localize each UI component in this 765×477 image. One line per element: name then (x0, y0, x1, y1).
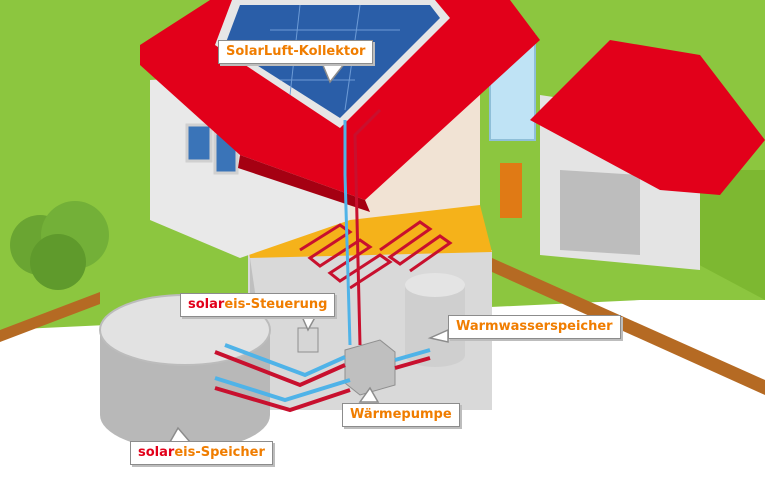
storage-pipes (214, 343, 431, 413)
side-roof (530, 40, 765, 195)
floor-heating-coils (299, 220, 453, 290)
garage-door (560, 170, 640, 255)
window-1 (185, 123, 213, 163)
control-label: solareis-Steuerung (180, 293, 336, 317)
collector-pipes (343, 108, 382, 346)
hot-water-storage-label: Warmwasserspeicher (448, 315, 621, 339)
ice-storage-tank (99, 294, 271, 450)
bush (10, 201, 109, 290)
soil-edge-right (492, 258, 765, 395)
control-box (297, 327, 319, 353)
storage-label: solareis-Speicher (130, 441, 273, 465)
collector-label: SolarLuft-Kollektor (218, 40, 374, 64)
front-door (500, 163, 522, 218)
main-roof-eave (238, 155, 370, 212)
soil-edge-left (0, 292, 100, 342)
hot-water-tank (405, 273, 465, 367)
heat-pump-label: Wärmepumpe (342, 403, 460, 427)
